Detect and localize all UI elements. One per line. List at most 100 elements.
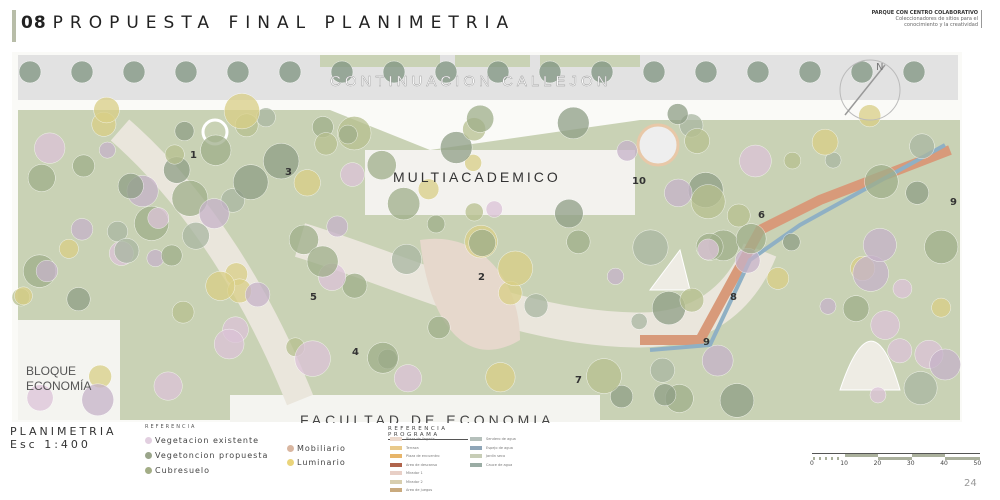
program-item: Mirador 1 [390, 471, 423, 475]
tree [864, 164, 899, 199]
reference-item: Vegetoncion propuesta [145, 451, 268, 460]
tree [486, 60, 510, 84]
tree [226, 60, 250, 84]
tree [632, 229, 669, 266]
tree [782, 233, 801, 252]
program-item: Plaza de encuentro [390, 454, 440, 458]
tree [819, 297, 837, 315]
tree [107, 220, 128, 242]
program-item: Sendero de agua [470, 437, 516, 441]
bloque-label: BLOQUE [26, 364, 76, 378]
project-info: PARQUE CON CENTRO COLABORATIVO Coleccion… [872, 10, 982, 28]
tree [340, 162, 365, 187]
tree [903, 371, 938, 405]
legend-swatch-icon [390, 488, 402, 492]
section-number: 08 [21, 13, 47, 33]
program-item: Cauce de agua [470, 462, 513, 467]
tree [278, 60, 302, 84]
tree [153, 371, 183, 401]
tree [93, 96, 120, 124]
tree [367, 342, 399, 374]
tree [606, 267, 624, 285]
tree [164, 144, 185, 165]
reference-label: Vegetacion existente [155, 436, 260, 445]
program-label: Sendero de agua [486, 437, 516, 441]
tree [464, 202, 484, 222]
tree [174, 60, 198, 84]
tree [783, 151, 802, 170]
scale-tick-label: 0 [810, 460, 814, 467]
tree [306, 245, 339, 278]
tree [18, 60, 42, 84]
scale-tick-label: 30 [906, 460, 915, 467]
title-accent-bar [12, 10, 16, 42]
tree [630, 312, 648, 330]
tree [735, 223, 767, 254]
legend-swatch-icon [470, 445, 482, 450]
legend-swatch-icon [470, 437, 482, 441]
tree [232, 164, 269, 200]
tree [887, 338, 913, 364]
program-label: Area de juegos [406, 488, 433, 492]
program-label: Plaza de encuentro [406, 454, 440, 458]
project-name: PARQUE CON CENTRO COLABORATIVO [871, 10, 978, 16]
tree [70, 218, 94, 241]
program-label: Cauce de agua [486, 462, 513, 467]
zone-number: 4 [352, 347, 359, 358]
program-item: Area de juegos [390, 488, 432, 492]
tree [642, 60, 666, 84]
site-plan: CONTINUACION CALLEJON MULTIACADEMICO FAC… [11, 52, 962, 423]
tree [171, 180, 209, 217]
tree [664, 178, 693, 208]
legend-dot-icon [287, 445, 294, 452]
tree [746, 60, 770, 84]
tree [391, 244, 422, 275]
program-label: Plaza de llegada [406, 437, 435, 441]
facultad-building [230, 395, 600, 422]
tree [70, 60, 94, 84]
zone-number: 9 [703, 337, 710, 348]
tree [182, 222, 210, 250]
tree [72, 154, 95, 178]
tree [27, 164, 56, 192]
scale-tick-label: 10 [840, 460, 848, 467]
reference-label: Vegetoncion propuesta [155, 451, 269, 460]
tree [338, 124, 358, 145]
tree [314, 132, 338, 156]
zone-number: 2 [478, 272, 485, 283]
tree [909, 133, 935, 159]
reference-item: Mobiliario [287, 444, 346, 453]
facultad-label: FACULTAD DE ECONOMIA [300, 412, 555, 423]
legend-swatch-icon [390, 471, 402, 475]
zone-number: 7 [575, 375, 582, 386]
scale-bar [812, 453, 980, 460]
north-label: N [876, 62, 883, 73]
legend-dot-icon [287, 459, 294, 466]
legend-swatch-icon [390, 462, 402, 467]
tree [719, 383, 755, 418]
section-title: PROPUESTA FINAL PLANIMETRIA [52, 13, 516, 33]
reference-label: Luminario [297, 458, 346, 467]
grass-strip [320, 55, 440, 67]
tree [417, 178, 440, 200]
tree [870, 310, 900, 340]
tree [739, 144, 772, 178]
tree [862, 228, 897, 262]
legend-dot-icon [145, 452, 152, 459]
tree [924, 229, 959, 264]
tree [288, 224, 319, 255]
tree [667, 103, 689, 125]
tree [485, 200, 503, 218]
zone-number: 3 [285, 167, 292, 178]
trees [11, 60, 961, 418]
tree [811, 128, 839, 156]
tree [586, 358, 622, 394]
triangle-garden [839, 340, 901, 391]
reference-item: Vegetacion existente [145, 436, 259, 445]
tree [117, 173, 144, 200]
multiacademico-label: MULTIACADEMICO [393, 169, 561, 185]
program-item: Terraza [390, 445, 419, 450]
tree [869, 386, 887, 404]
tree [59, 239, 79, 259]
